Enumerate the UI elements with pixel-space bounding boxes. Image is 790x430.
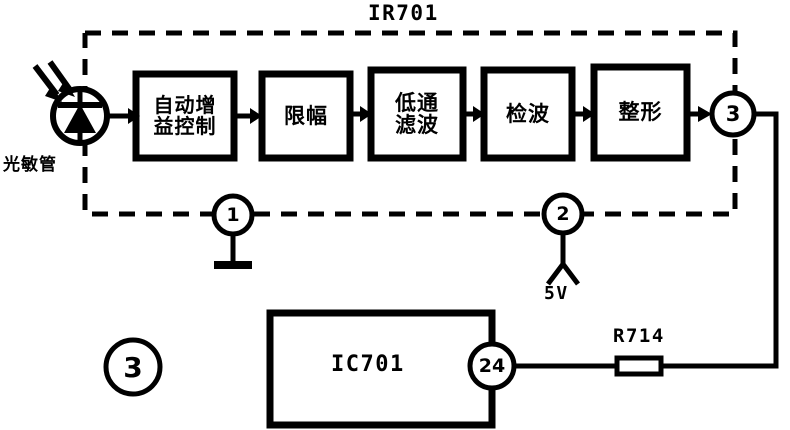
pin-3-node bbox=[709, 90, 757, 138]
connector-agc-to-limiter bbox=[234, 108, 262, 124]
block-lowpass-filter bbox=[367, 66, 467, 162]
supply-voltage-label: 5V bbox=[544, 283, 569, 304]
resistor-icon bbox=[614, 355, 664, 377]
connector-limiter-to-lowpass bbox=[350, 106, 372, 122]
ir701-label: IR701 bbox=[368, 1, 439, 25]
photosensor-label: 光敏管 bbox=[3, 155, 57, 175]
block-shaper bbox=[590, 63, 691, 162]
connector-lowpass-to-detector bbox=[463, 106, 485, 122]
figure-number-badge bbox=[103, 337, 163, 397]
block-detector bbox=[480, 66, 576, 162]
photodiode-icon bbox=[50, 86, 110, 146]
connector-shaper-to-pin3 bbox=[687, 106, 712, 122]
ic701-label: IC701 bbox=[331, 352, 405, 377]
ir701-dashed-boundary bbox=[82, 30, 738, 217]
resistor-label: R714 bbox=[613, 325, 665, 347]
pin-24-node bbox=[467, 341, 517, 391]
supply-arrow-icon bbox=[546, 259, 580, 286]
block-limiter bbox=[258, 70, 354, 162]
light-rays-icon bbox=[32, 60, 75, 102]
ic701-body bbox=[266, 309, 496, 429]
connector-detector-to-shaper bbox=[572, 106, 595, 122]
output-wire bbox=[512, 111, 779, 369]
pin-1-node bbox=[211, 193, 255, 263]
block-agc bbox=[132, 70, 238, 162]
pin-2-node bbox=[541, 192, 585, 266]
